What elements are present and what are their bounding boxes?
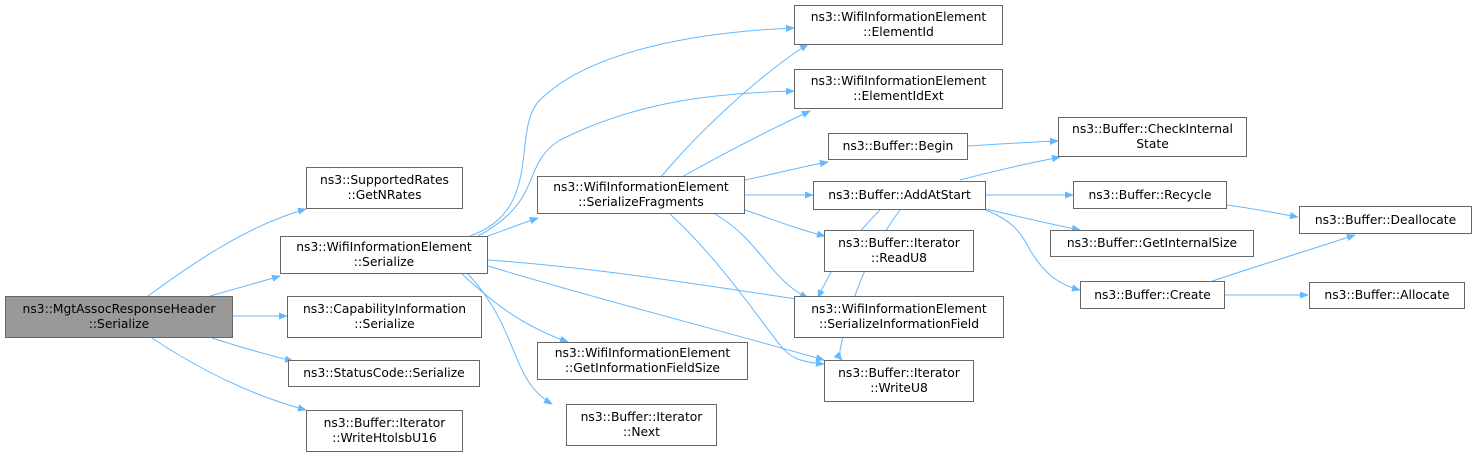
node-label-line1: ns3::SupportedRates: [320, 173, 449, 187]
node-label-line2: ::ElementIdExt: [853, 89, 944, 103]
edge-wie-serialize-to-it-next: [467, 273, 553, 405]
node-buffer-checkinternalstate[interactable]: ns3::Buffer::CheckInternal State: [1058, 117, 1247, 157]
node-label-line2: ::GetInformationFieldSize: [564, 361, 720, 375]
edge-wie-serialize-to-getinfofieldsize: [461, 273, 569, 343]
node-label-line2: ::SerializeInformationField: [818, 317, 980, 331]
node-buffer-getinternalsize[interactable]: ns3::Buffer::GetInternalSize: [1050, 230, 1254, 257]
edge-create-to-deallocate: [1209, 234, 1356, 283]
node-label-line2: ::Serialize: [353, 255, 415, 269]
edge-serializefragments-to-elementid: [659, 43, 809, 179]
edge-wie-serialize-to-serializeinfofield: [487, 259, 825, 306]
node-label-line2: ::Serialize: [354, 317, 415, 331]
node-buffer-addatstart[interactable]: ns3::Buffer::AddAtStart: [813, 181, 986, 210]
edge-serializefragments-to-serializeinfofield: [714, 213, 809, 299]
node-label: ns3::Buffer::Create: [1094, 287, 1211, 302]
node-iterator-writehtolsbu16[interactable]: ns3::Buffer::Iterator ::WriteHtolsbU16: [306, 410, 463, 452]
node-label: ns3::Buffer::Begin: [842, 139, 954, 153]
node-label: ns3::Buffer::Deallocate: [1314, 212, 1457, 227]
edge-wie-serialize-to-serializefragments: [487, 217, 539, 237]
node-wifiinformationelement-serializefragments[interactable]: ns3::WifiInformationElement ::SerializeF…: [537, 176, 745, 214]
node-iterator-writeu8[interactable]: ns3::Buffer::Iterator ::WriteU8: [824, 360, 974, 402]
node-label-line1: ns3::Buffer::Iterator: [838, 366, 960, 380]
node-label-line1: ns3::Buffer::Iterator: [580, 410, 703, 424]
node-statuscode-serialize[interactable]: ns3::StatusCode::Serialize: [288, 360, 480, 387]
node-label-line2: ::ElementId: [863, 25, 934, 39]
node-label: ns3::StatusCode::Serialize: [303, 366, 465, 380]
edge-root-to-status-serialize: [211, 337, 294, 363]
edge-recycle-to-deallocate: [1226, 204, 1299, 220]
node-label-line1: ns3::WifiInformationElement: [810, 74, 987, 88]
edge-root-to-sr-getnrates: [147, 207, 307, 297]
edge-serializefragments-to-buf-begin: [744, 159, 829, 181]
node-label-line1: ns3::WifiInformationElement: [810, 10, 987, 24]
node-label-line1: ns3::WifiInformationElement: [811, 302, 987, 316]
edge-root-to-wie-serialize: [209, 274, 281, 297]
node-buffer-allocate[interactable]: ns3::Buffer::Allocate: [1309, 282, 1465, 309]
edge-addatstart-to-getinternalsize: [985, 208, 1081, 232]
node-label-line1: ns3::Buffer::Iterator: [323, 416, 446, 430]
node-wifiinformationelement-serialize[interactable]: ns3::WifiInformationElement ::Serialize: [280, 236, 488, 274]
node-label-line1: ns3::WifiInformationElement: [553, 180, 729, 194]
node-label: ns3::Buffer::Recycle: [1088, 187, 1212, 202]
node-label-line2: ::Serialize: [88, 317, 150, 331]
node-iterator-next[interactable]: ns3::Buffer::Iterator ::Next: [566, 404, 717, 446]
edge-addatstart-to-checkinternalstate: [959, 155, 1061, 181]
node-capabilityinformation-serialize[interactable]: ns3::CapabilityInformation ::Serialize: [287, 296, 482, 338]
edge-serializefragments-to-writeu8: [669, 213, 825, 367]
node-label-line1: ns3::Buffer::Iterator: [838, 236, 960, 250]
node-wifiinformationelement-elementid[interactable]: ns3::WifiInformationElement ::ElementId: [794, 5, 1003, 45]
edge-begin-to-checkinternalstate: [967, 137, 1059, 147]
edge-wie-serialize-to-elementidext: [477, 87, 795, 237]
node-label-line1: ns3::CapabilityInformation: [302, 302, 467, 316]
node-label-line2: ::WriteU8: [870, 381, 928, 395]
node-buffer-deallocate[interactable]: ns3::Buffer::Deallocate: [1299, 206, 1472, 234]
node-label-line2: State: [1136, 137, 1169, 151]
node-label-line2: ::Next: [623, 425, 660, 439]
node-label-line1: ns3::WifiInformationElement: [296, 240, 472, 254]
node-wifiinformationelement-serializeinformationfield[interactable]: ns3::WifiInformationElement ::SerializeI…: [794, 296, 1004, 338]
node-supportedrates-getnrates[interactable]: ns3::SupportedRates ::GetNRates: [306, 167, 463, 209]
node-wifiinformationelement-getinformationfieldsize[interactable]: ns3::WifiInformationElement ::GetInforma…: [537, 342, 748, 380]
node-root-mgtassocresponseheader-serialize: ns3::MgtAssocResponseHeader ::Serialize: [5, 296, 233, 338]
node-label-line1: ns3::Buffer::CheckInternal: [1072, 122, 1233, 136]
edge-wie-serialize-to-elementid: [469, 24, 795, 237]
node-label-line1: ns3::WifiInformationElement: [554, 346, 731, 360]
node-label: ns3::Buffer::GetInternalSize: [1066, 236, 1238, 250]
node-label-line1: ns3::MgtAssocResponseHeader: [22, 302, 216, 316]
node-label-line2: ::WriteHtolsbU16: [332, 431, 437, 445]
node-wifiinformationelement-elementidext[interactable]: ns3::WifiInformationElement ::ElementIdE…: [794, 69, 1003, 109]
node-label-line2: ::ReadU8: [870, 251, 927, 265]
node-label-line2: ::GetNRates: [347, 188, 422, 202]
node-iterator-readu8[interactable]: ns3::Buffer::Iterator ::ReadU8: [824, 230, 974, 272]
edge-root-to-it-writehtolsbu16: [151, 337, 307, 412]
edge-serializefragments-to-elementidext: [679, 110, 811, 179]
node-label-line2: ::SerializeFragments: [578, 195, 704, 209]
node-buffer-create[interactable]: ns3::Buffer::Create: [1080, 281, 1225, 309]
edge-serializefragments-to-readu8: [744, 209, 826, 238]
node-label: ns3::Buffer::AddAtStart: [828, 188, 971, 202]
edge-addatstart-to-create: [985, 209, 1081, 292]
node-buffer-begin[interactable]: ns3::Buffer::Begin: [828, 133, 968, 160]
node-buffer-recycle[interactable]: ns3::Buffer::Recycle: [1073, 181, 1227, 209]
node-label: ns3::Buffer::Allocate: [1324, 288, 1450, 302]
